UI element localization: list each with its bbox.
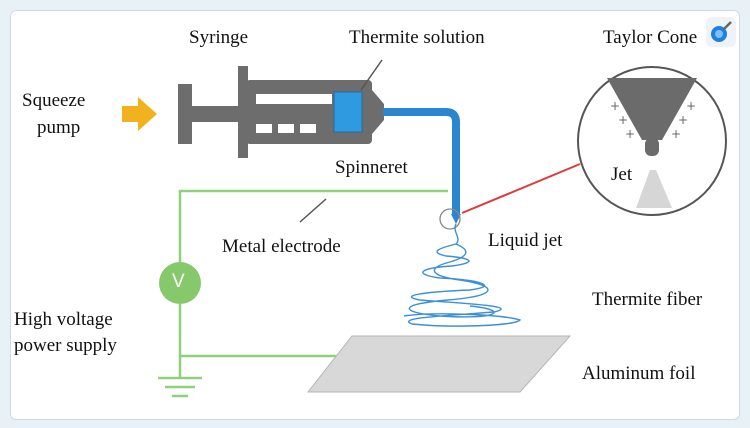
metal-electrode-label: Metal electrode <box>222 236 341 257</box>
jet-label: Jet <box>611 164 633 185</box>
aluminum-foil <box>306 335 572 393</box>
svg-text:+: + <box>678 113 688 127</box>
callout-line <box>461 163 581 214</box>
taylor-cone-view: + + + + + + <box>577 66 727 216</box>
pin-icon[interactable] <box>706 17 736 47</box>
thermite-solution-label: Thermite solution <box>349 27 485 48</box>
plunger-head <box>178 84 192 144</box>
spinneret-circle <box>439 208 461 230</box>
voltmeter-symbol: V <box>172 271 185 292</box>
pump-label: pump <box>37 117 81 138</box>
syringe <box>178 59 384 158</box>
squeeze-arrow <box>122 97 157 131</box>
thermite-fiber-spiral <box>403 223 522 327</box>
svg-text:+: + <box>610 99 620 113</box>
high-voltage-label: High voltage <box>14 309 113 330</box>
thermite-fiber-label: Thermite fiber <box>592 289 703 310</box>
svg-text:+: + <box>625 127 635 141</box>
pin-icon-graphic <box>711 21 732 42</box>
power-supply-label: power supply <box>14 335 117 356</box>
aluminum-foil-label: Aluminum foil <box>582 363 696 384</box>
svg-text:+: + <box>671 127 681 141</box>
feed-tube <box>383 108 460 216</box>
svg-text:+: + <box>686 99 696 113</box>
barrel-flange <box>238 66 248 158</box>
svg-text:+: + <box>618 113 628 127</box>
voltmeter-icon <box>159 262 201 304</box>
syringe-label: Syringe <box>189 27 249 48</box>
squeeze-label: Squeeze <box>22 90 86 111</box>
thermite-solution-fill <box>333 91 363 133</box>
circuit-wires <box>178 189 448 378</box>
electrode-pointer-line <box>299 198 327 223</box>
ground-icon <box>158 376 202 398</box>
thermite-pointer-line <box>360 59 383 91</box>
plunger-rod <box>190 106 240 122</box>
taylor-cone-label: Taylor Cone <box>603 27 698 48</box>
spinneret-label: Spinneret <box>335 157 408 178</box>
liquid-jet-label: Liquid jet <box>488 230 563 251</box>
